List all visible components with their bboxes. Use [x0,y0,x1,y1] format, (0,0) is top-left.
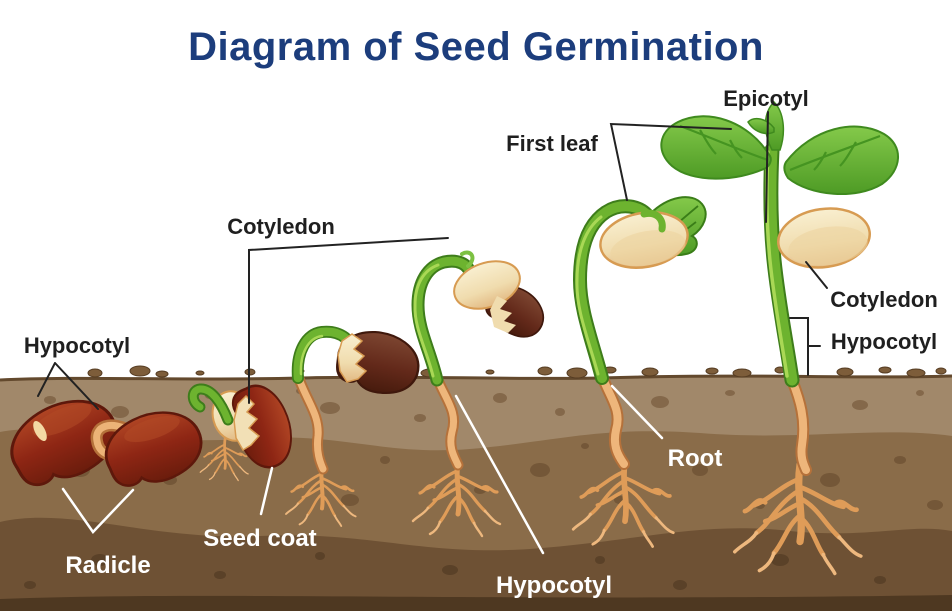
leader-lines-dark [37,111,828,410]
cotyledon-top-leader [248,237,449,404]
cotyledon-shade [610,230,686,266]
leaf-icon [783,125,899,195]
stage-7-young-plant [660,100,899,574]
label-epicotyl: Epicotyl [723,86,809,111]
root-leader [610,384,664,440]
soil-surface-line [0,374,952,382]
label-seed-coat: Seed coat [203,525,316,552]
seed-coat-leader [259,466,274,516]
stage-6-first-leaf [573,196,707,546]
epicotyl-leader [765,111,769,223]
stem-highlight [575,215,603,376]
stem-icon [765,144,798,386]
stage-4-arch-emerging [286,323,426,526]
cotyledon-shade [788,226,868,266]
stem-highlight [299,334,324,376]
page-title: Diagram of Seed Germination [188,25,764,69]
label-root: Root [668,445,723,472]
leaf-veins [789,134,881,172]
label-radicle: Radicle [65,552,150,579]
stage-3-shoot-hook [187,377,302,482]
seed-highlight [124,415,180,443]
leader-lines-light [61,384,664,555]
label-first-leaf: First leaf [506,131,598,156]
hypocotyl-icon [598,372,628,468]
seed-hilum [33,421,47,441]
seed-highlight [32,403,92,437]
stem-highlight [413,263,440,378]
stage-1-dormant-seed [0,384,130,498]
hypocotyl-bottom-leader [454,394,545,555]
stem-icon [574,201,653,383]
stem-hook [640,209,666,233]
label-hypocotyl-right: Hypocotyl [831,329,937,354]
first-leaf-leader [609,122,732,201]
seed-coat-crack [490,296,516,333]
hypocotyl-right-bracket [789,317,821,376]
cotyledon-icon [337,333,368,383]
taproot-icon [788,376,810,474]
soil-layer-dark [0,517,952,611]
cotyledon-right-leader [805,261,828,289]
leaf-veins [679,124,769,162]
hypocotyl-left-leader [37,362,99,410]
stem-icon [413,256,475,385]
sprout-icon [189,385,232,424]
stage-5-seedling [413,250,554,536]
label-hypocotyl-left: Hypocotyl [24,333,130,358]
tendril-icon [460,250,475,268]
stage-2-radicle-emerging [90,399,212,497]
radicle-leader [61,487,135,534]
seed-coat-crack [233,394,261,452]
label-cotyledon-right: Cotyledon [830,287,938,312]
soil-layer-deep [0,595,952,611]
hypocotyl-icon [433,374,462,469]
hypocotyl-icon [294,372,327,473]
label-cotyledon-top: Cotyledon [227,214,335,239]
label-hypocotyl-bottom: Hypocotyl [496,572,612,599]
soil-spots-dark [24,552,886,590]
